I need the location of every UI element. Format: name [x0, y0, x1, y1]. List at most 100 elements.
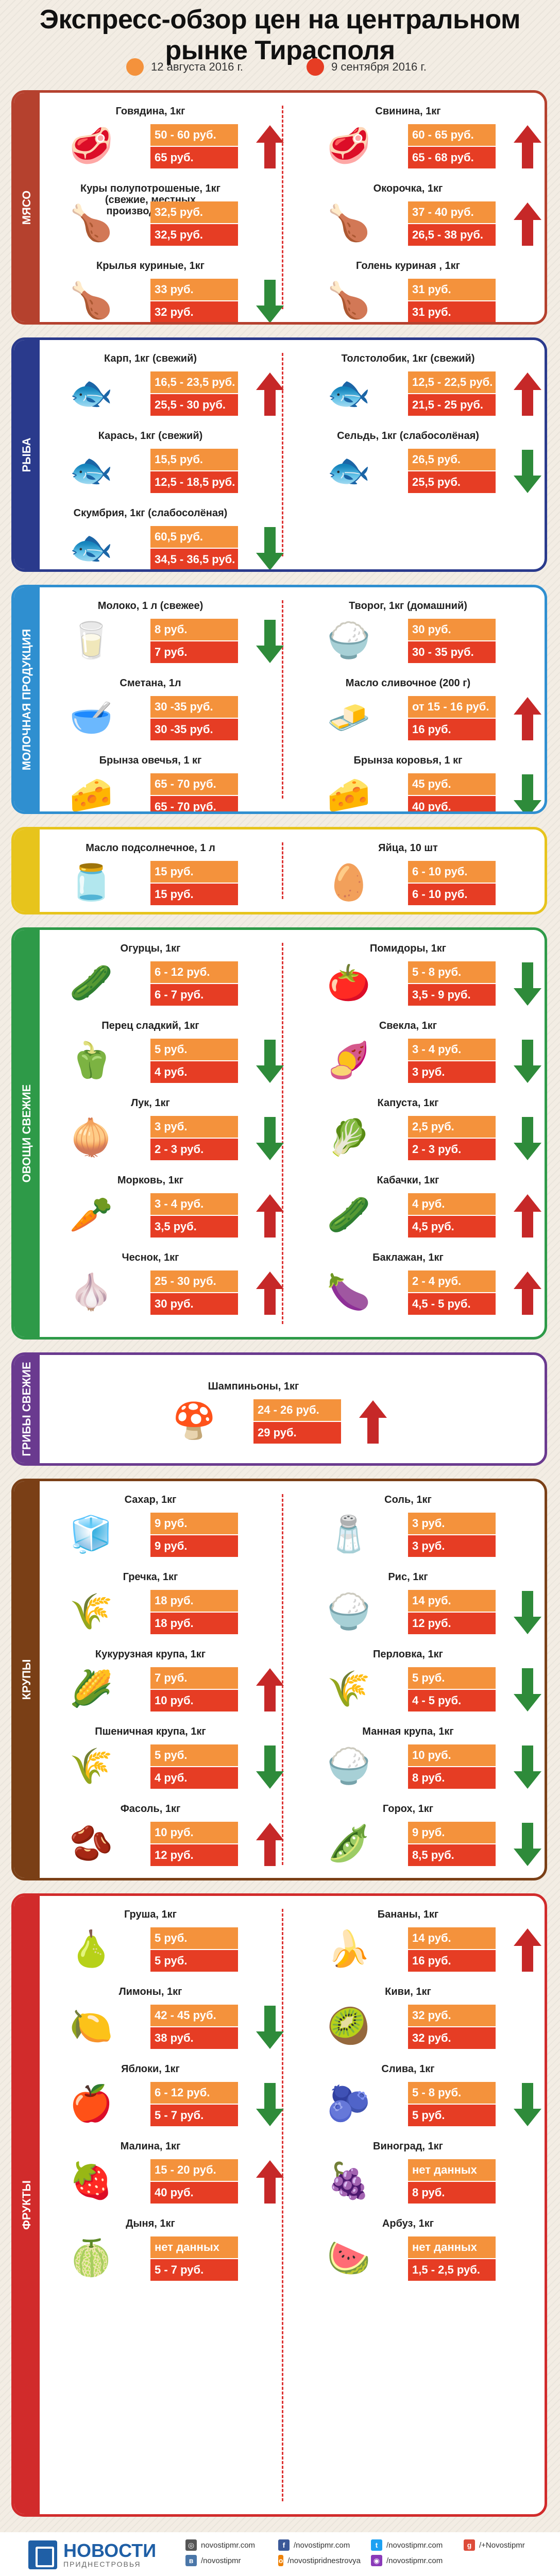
price-old: 6 - 10 руб. — [408, 861, 496, 883]
section-tab: ГРИБЫ СВЕЖИЕ — [14, 1355, 40, 1463]
product-name: Масло сливочное (200 г) — [345, 677, 471, 689]
product-name: Помидоры, 1кг — [369, 943, 447, 954]
arrow-up-icon — [256, 1194, 284, 1238]
arrow-down-icon — [256, 2083, 284, 2126]
price-old: 26,5 руб. — [408, 449, 496, 470]
arrow-up-icon — [514, 202, 541, 246]
price-old: 42 - 45 руб. — [150, 2005, 238, 2026]
price-item: Кабачки, 1кг🥒4 руб.4,5 руб. — [302, 1175, 545, 1242]
arrow-down-icon — [514, 2083, 541, 2126]
legend-item-old: 12 августа 2016 г. — [126, 58, 243, 76]
product-image: 🧀 — [69, 775, 113, 814]
social-twitter[interactable]: t/novostipmr.com — [371, 2539, 453, 2551]
column-divider — [282, 1909, 283, 2501]
product-name: Свинина, 1кг — [375, 106, 441, 117]
facebook-icon: f — [278, 2539, 290, 2551]
googleplus-icon: g — [464, 2539, 475, 2551]
price-old: 37 - 40 руб. — [408, 201, 496, 223]
price-item: Крылья куриные, 1кг🍗33 руб.32 руб. — [45, 260, 287, 322]
price-new: 15 руб. — [150, 884, 238, 905]
social-instagram[interactable]: ◉/novostipmr.com — [371, 2555, 453, 2566]
product-image: 🍆 — [327, 1273, 371, 1312]
price-old: 32,5 руб. — [150, 201, 238, 223]
product-name: Карп, 1кг (свежий) — [104, 353, 197, 364]
logo-text: НОВОСТИ — [63, 2540, 157, 2561]
product-name: Толстолобик, 1кг (свежий) — [341, 353, 475, 364]
price-old: 5 руб. — [150, 1039, 238, 1060]
price-new: 29 руб. — [253, 1422, 341, 1444]
price-new: 4,5 руб. — [408, 1216, 496, 1238]
product-image: 🍚 — [327, 1747, 371, 1786]
price-new: 3,5 - 9 руб. — [408, 984, 496, 1006]
logo: НОВОСТИ ПРИДНЕСТРОВЬЯ — [28, 2540, 156, 2569]
price-item: Брынза овечья, 1 кг🧀65 - 70 руб.65 - 70 … — [45, 755, 287, 814]
price-new: 9 руб. — [150, 1535, 238, 1557]
section-label: МЯСО — [20, 190, 33, 225]
arrow-up-icon — [514, 1928, 541, 1972]
product-name: Скумбрия, 1кг (слабосолёная) — [73, 507, 228, 519]
price-item: Сметана, 1л🥣30 -35 руб.30 -35 руб. — [45, 677, 287, 744]
product-name: Виноград, 1кг — [373, 2141, 443, 2152]
price-old: 65 - 70 руб. — [150, 773, 238, 795]
product-image: 🍇 — [327, 2161, 371, 2200]
arrow-up-icon — [256, 2160, 284, 2204]
vk-icon: в — [185, 2555, 197, 2566]
social-vk[interactable]: в/novostipmr — [185, 2555, 268, 2566]
price-new: 31 руб. — [408, 301, 496, 322]
section-label: КРУПЫ — [20, 1659, 33, 1700]
arrow-up-icon — [359, 1400, 387, 1444]
arrow-up-icon — [514, 372, 541, 416]
social-googleplus[interactable]: g/+Novostipmr — [464, 2539, 546, 2551]
product-image: 🍋 — [69, 2007, 113, 2046]
price-new: 65 - 70 руб. — [150, 796, 238, 811]
price-old: 14 руб. — [408, 1927, 496, 1949]
product-image: 🧂 — [327, 1515, 371, 1554]
social-facebook[interactable]: f/novostipmr.com — [278, 2539, 361, 2551]
product-image: 🧄 — [69, 1273, 113, 1312]
price-new: 2 - 3 руб. — [150, 1139, 238, 1160]
product-image: 🐟 — [327, 374, 371, 413]
product-name: Фасоль, 1кг — [120, 1803, 181, 1815]
price-item: Молоко, 1 л (свежее)🥛8 руб.7 руб. — [45, 600, 287, 667]
price-item: Свинина, 1кг🥩60 - 65 руб.65 - 68 руб. — [302, 106, 545, 173]
price-old: 16,5 - 23,5 руб. — [150, 371, 238, 393]
arrow-down-icon — [256, 1117, 284, 1160]
price-item: Сахар, 1кг🧊9 руб.9 руб. — [45, 1494, 287, 1561]
price-item: Рис, 1кг🍚14 руб.12 руб. — [302, 1571, 545, 1638]
product-image: 🍗 — [69, 281, 113, 320]
product-image: 🥩 — [327, 126, 371, 165]
price-new: 30 - 35 руб. — [408, 641, 496, 663]
product-name: Пшеничная крупа, 1кг — [95, 1726, 206, 1737]
product-image: 🍗 — [69, 204, 113, 243]
price-new: 34,5 - 36,5 руб. — [150, 549, 238, 569]
product-image: 🥣 — [69, 698, 113, 737]
price-new: 16 руб. — [408, 719, 496, 740]
product-image: 🐟 — [69, 374, 113, 413]
price-old: 31 руб. — [408, 279, 496, 300]
price-item: Морковь, 1кг🥕3 - 4 руб.3,5 руб. — [45, 1175, 287, 1242]
section-tab: КРУПЫ — [14, 1481, 40, 1878]
product-image: 🍚 — [327, 621, 371, 660]
product-image: 🥒 — [327, 1195, 371, 1234]
arrow-down-icon — [514, 1591, 541, 1634]
price-old: 2 - 4 руб. — [408, 1270, 496, 1292]
product-name: Сметана, 1л — [120, 677, 181, 689]
section-tab: МЯСО — [14, 93, 40, 322]
product-name: Кабачки, 1кг — [377, 1175, 439, 1186]
product-name: Окорочка, 1кг — [373, 183, 443, 194]
price-item: Манная крупа, 1кг🍚10 руб.8 руб. — [302, 1726, 545, 1793]
price-old: 3 руб. — [150, 1116, 238, 1138]
price-item: Куры полупотрошеные, 1кг (свежие, местны… — [45, 183, 287, 250]
product-image: 🫘 — [69, 1824, 113, 1863]
product-name: Яблоки, 1кг — [121, 2063, 180, 2075]
section-label: ГРИБЫ СВЕЖИЕ — [20, 1362, 33, 1456]
price-item: Киви, 1кг🥝32 руб.32 руб. — [302, 1986, 545, 2053]
social-ok[interactable]: о/novostipridnestrovya — [278, 2555, 361, 2566]
arrow-up-icon — [256, 1668, 284, 1711]
instagram-icon: ◉ — [371, 2555, 382, 2566]
price-new: 4 руб. — [150, 1061, 238, 1083]
social-site[interactable]: ◎novostipmr.com — [185, 2539, 268, 2551]
price-new: 12 руб. — [150, 1844, 238, 1866]
